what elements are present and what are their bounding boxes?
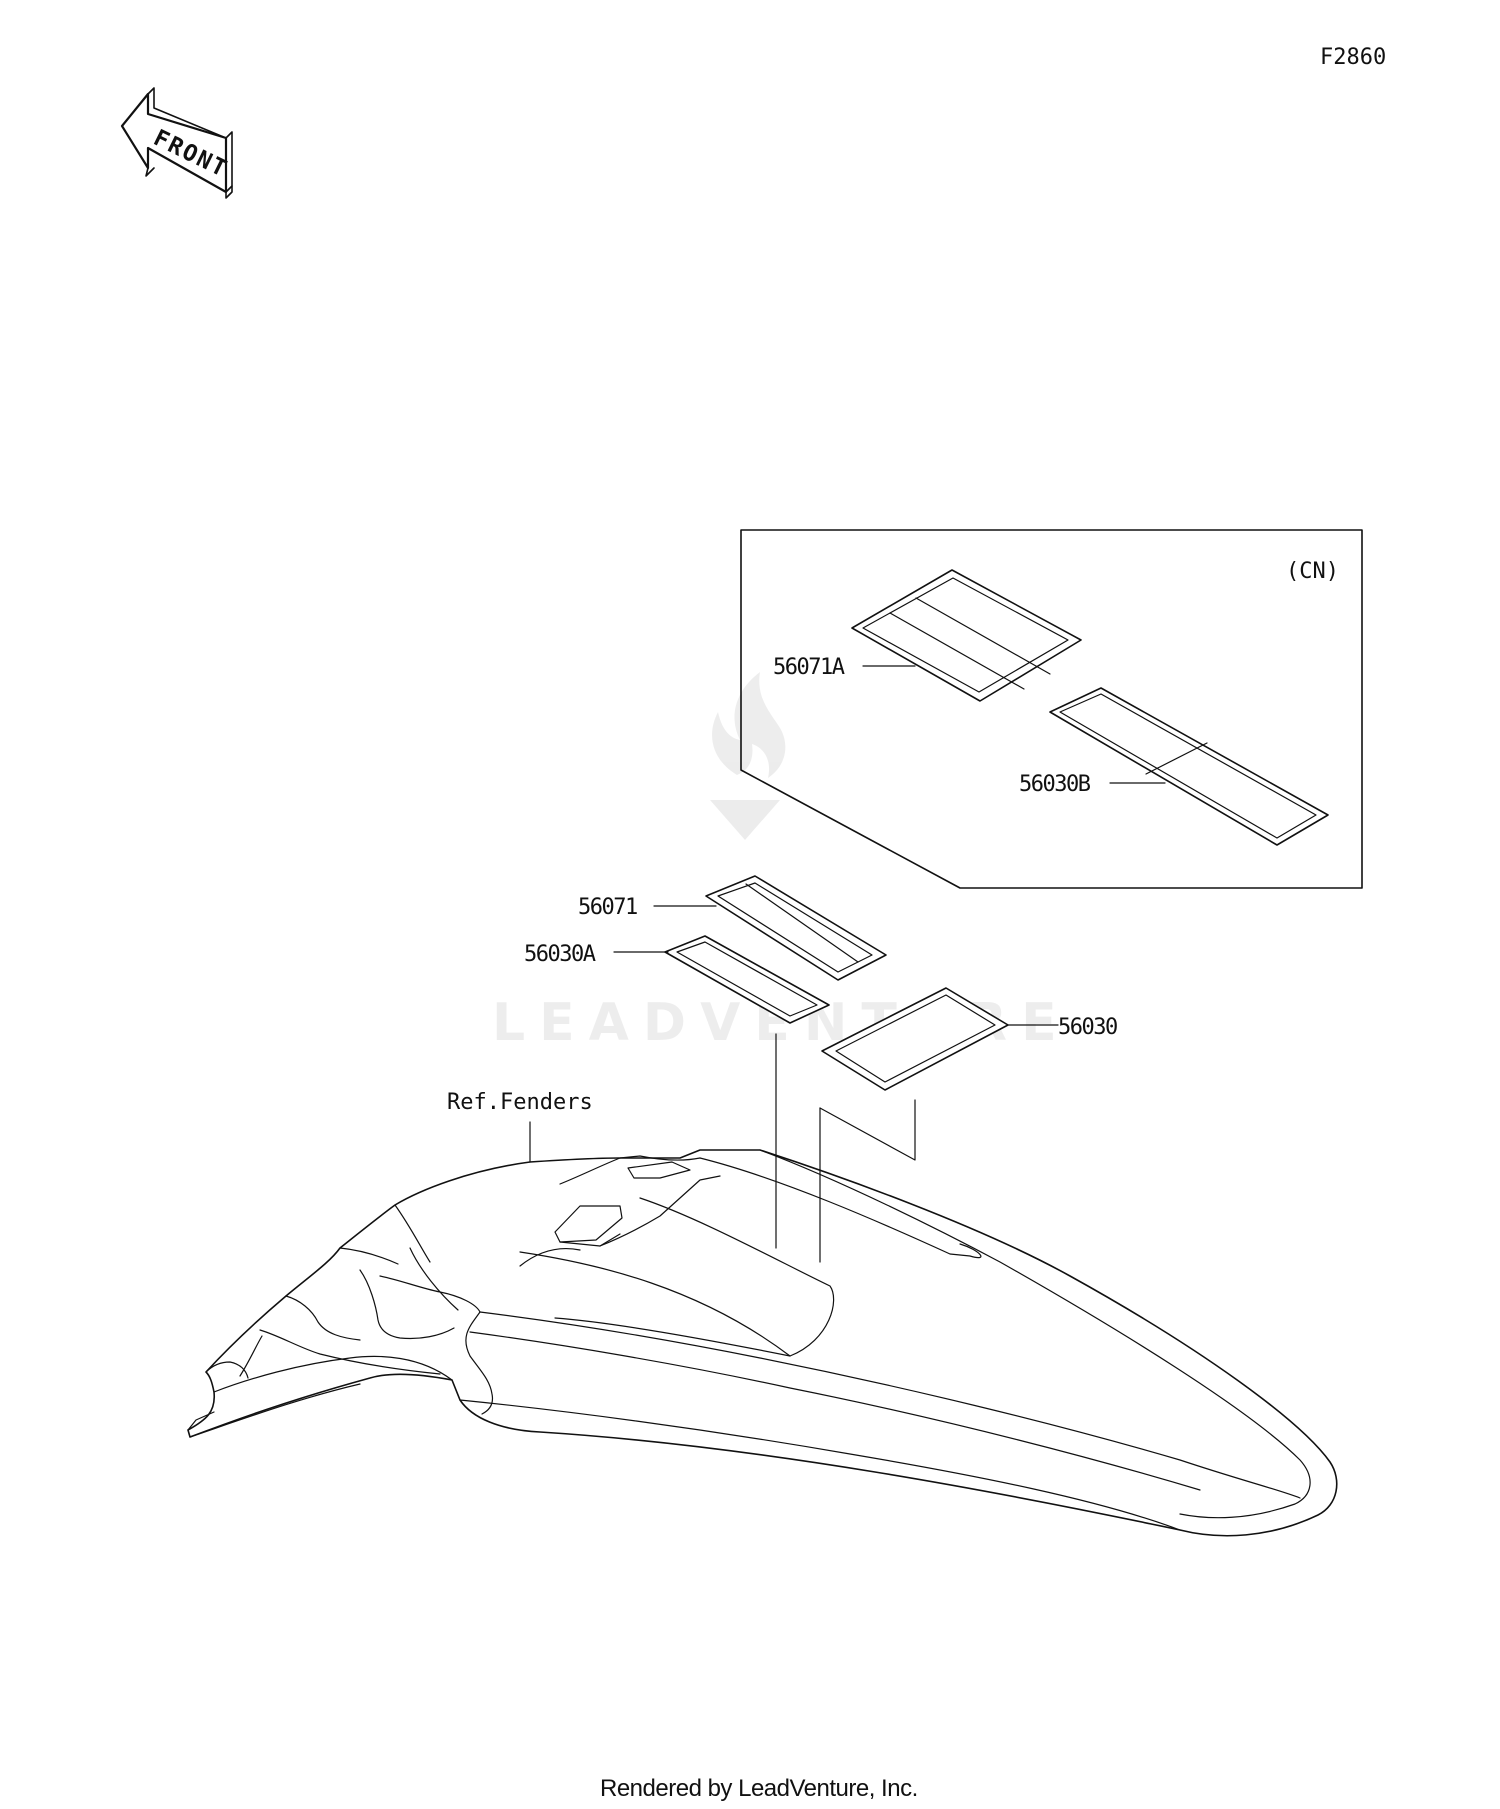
part-label-56030a: 56030A [524,942,596,967]
front-direction-arrow: FRONT [120,87,233,199]
figure-code: F2860 [1320,45,1386,70]
footer-credit: Rendered by LeadVenture, Inc. [600,1775,918,1802]
sticker-56030a [664,935,830,1024]
part-label-56071a: 56071A [773,655,845,680]
sticker-56071 [705,875,887,981]
sticker-56071a [851,569,1082,702]
flame-logo-watermark [710,672,786,840]
inset-region-label: (CN) [1286,559,1339,584]
part-label-56030b: 56030B [1019,772,1091,797]
cn-inset-panel: (CN) 56071A 56030B [740,529,1363,889]
front-label: FRONT [149,125,232,183]
part-label-56071: 56071 [578,895,637,920]
reference-fenders-label: Ref.Fenders [447,1090,593,1115]
part-label-56030: 56030 [1058,1015,1117,1040]
rear-fender-drawing [187,1149,1338,1537]
sticker-56030b [1049,687,1329,846]
placement-lines [775,1033,916,1263]
